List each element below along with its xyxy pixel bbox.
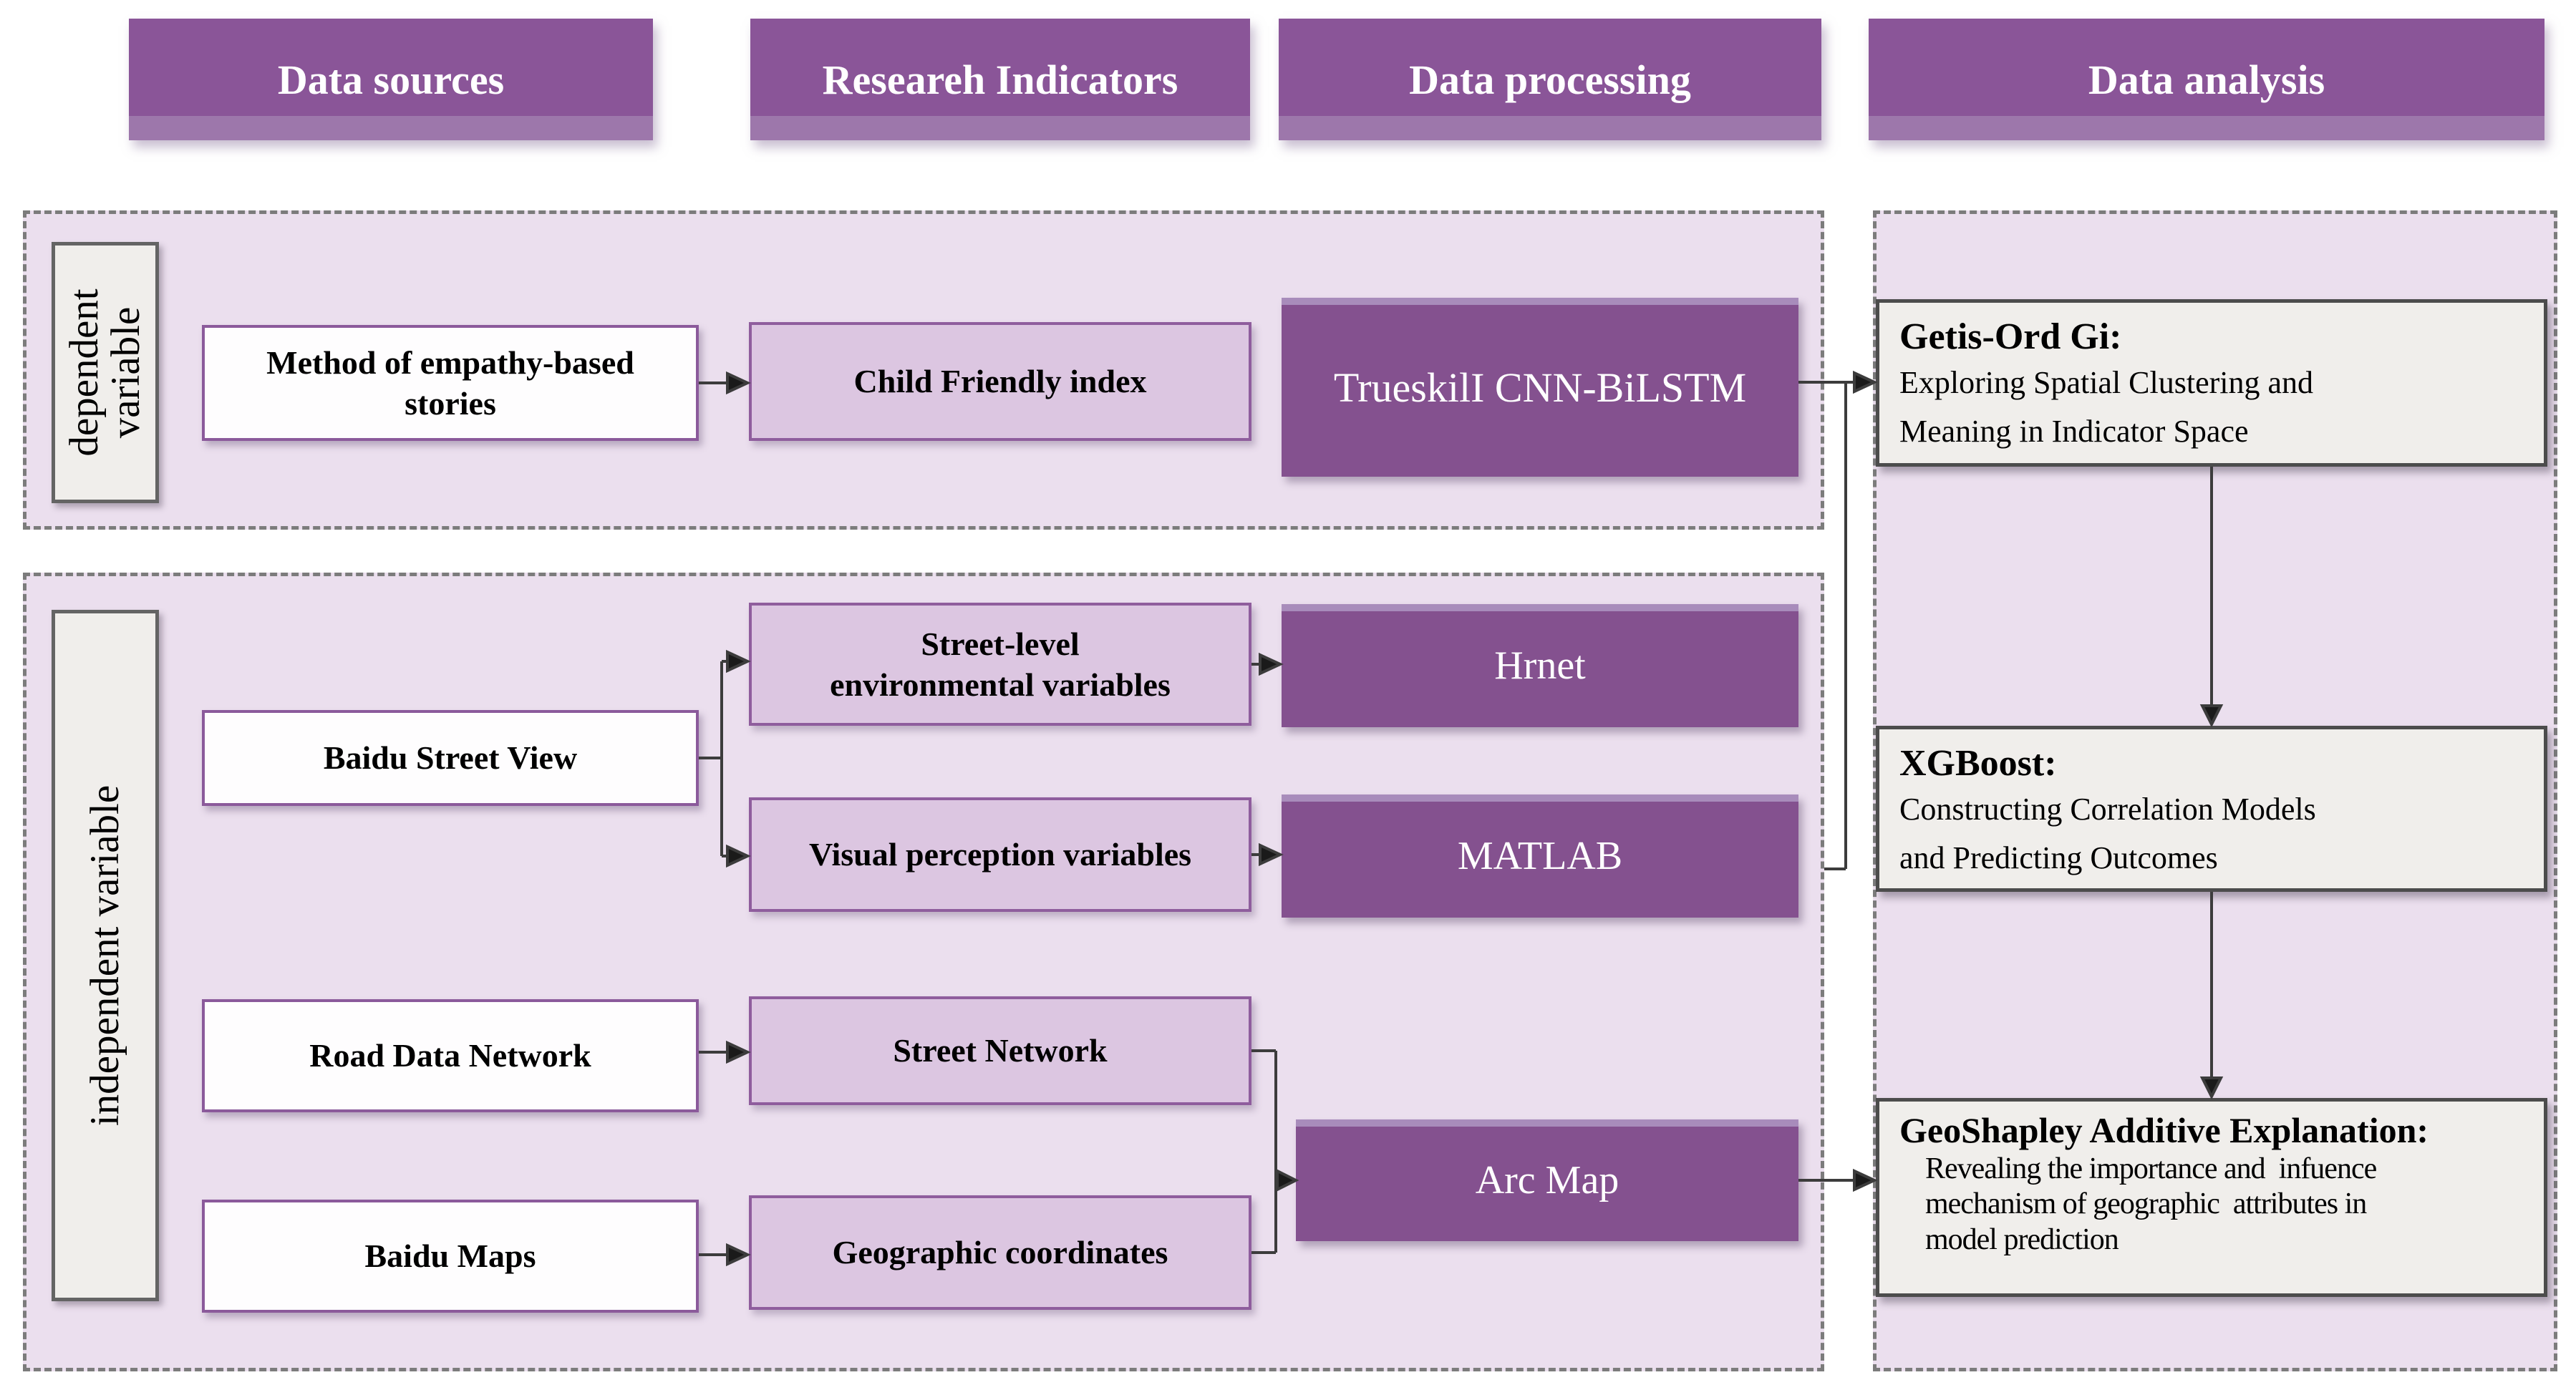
box-baidu-maps: Baidu Maps	[202, 1200, 699, 1313]
box-xgboost: XGBoost: Constructing Correlation Models…	[1876, 726, 2547, 892]
box-method-empathy-stories-label: Method of empathy-based stories	[266, 344, 634, 422]
box-street-network-label: Street Network	[893, 1032, 1108, 1069]
arrow-xgboost-to-geoshapley	[2202, 892, 2221, 1097]
header-data-processing-label: Data processing	[1409, 56, 1691, 103]
header-data-analysis-label: Data analysis	[2088, 56, 2325, 103]
box-visual-perception-variables-label: Visual perception variables	[808, 836, 1192, 873]
box-trueskill-cnn-bilstm-label: TrueskilI CNN-BiLSTM	[1333, 364, 1747, 411]
arrow-visual-to-matlab	[1251, 845, 1280, 864]
box-road-data-network-label: Road Data Network	[309, 1037, 591, 1074]
box-matlab: MATLAB	[1282, 794, 1798, 918]
header-data-sources-label: Data sources	[277, 56, 505, 103]
arrow-arcmap-to-geoshapley	[1798, 1171, 1874, 1190]
arrow-road-to-streetnetwork	[699, 1043, 747, 1061]
box-geoshapley-title: GeoShapley Additive Explanation:	[1899, 1110, 2429, 1150]
box-baidu-maps-label: Baidu Maps	[364, 1238, 536, 1275]
box-xgboost-title: XGBoost:	[1899, 743, 2057, 784]
header-research-indicators: Researeh Indicators	[750, 19, 1250, 140]
box-child-friendly-index: Child Friendly index	[749, 322, 1251, 441]
box-xgboost-body: Constructing Correlation Models and Pred…	[1899, 791, 2316, 875]
arrow-method-to-child	[699, 374, 747, 392]
box-getis-ord-title: Getis-Ord Gi:	[1899, 316, 2122, 357]
box-arc-map: Arc Map	[1296, 1119, 1798, 1241]
independent-variable-label-box: independent variable	[52, 610, 159, 1301]
box-geoshapley-body: Revealing the importance and infuence me…	[1925, 1152, 2377, 1256]
box-method-empathy-stories: Method of empathy-based stories	[202, 325, 699, 441]
header-data-analysis: Data analysis	[1869, 19, 2544, 140]
arrow-streetlevel-to-hrnet	[1251, 655, 1280, 674]
arrow-getis-to-xgboost	[2202, 467, 2221, 724]
box-geoshapley: GeoShapley Additive Explanation: Reveali…	[1876, 1098, 2547, 1297]
box-geographic-coordinates-label: Geographic coordinates	[832, 1234, 1168, 1271]
box-street-level-environmental-variables-label: Street-level environmental variables	[830, 625, 1171, 704]
arrow-baidumaps-to-geocoord	[699, 1245, 747, 1264]
arrow-merge-to-arcmap	[1251, 1051, 1296, 1253]
header-data-processing: Data processing	[1279, 19, 1821, 140]
arrow-trueskill-to-getis	[1798, 373, 1874, 869]
box-matlab-label: MATLAB	[1457, 834, 1623, 878]
box-baidu-street-view-label: Baidu Street View	[323, 739, 578, 777]
box-street-level-environmental-variables: Street-level environmental variables	[749, 603, 1251, 726]
header-data-sources: Data sources	[129, 19, 653, 140]
box-hrnet: Hrnet	[1282, 604, 1798, 727]
box-trueskill-cnn-bilstm: TrueskilI CNN-BiLSTM	[1282, 298, 1798, 477]
box-hrnet-label: Hrnet	[1494, 643, 1586, 688]
box-child-friendly-index-label: Child Friendly index	[853, 363, 1147, 400]
box-street-network: Street Network	[749, 996, 1251, 1105]
box-road-data-network: Road Data Network	[202, 999, 699, 1112]
box-arc-map-label: Arc Map	[1475, 1158, 1619, 1202]
header-research-indicators-label: Researeh Indicators	[822, 56, 1178, 103]
box-visual-perception-variables: Visual perception variables	[749, 797, 1251, 912]
dependent-variable-label-box: dependent variable	[52, 242, 159, 503]
box-geographic-coordinates: Geographic coordinates	[749, 1195, 1251, 1310]
box-baidu-street-view: Baidu Street View	[202, 710, 699, 806]
box-getis-ord: Getis-Ord Gi: Exploring Spatial Clusteri…	[1876, 299, 2547, 467]
box-getis-ord-body: Exploring Spatial Clustering and Meaning…	[1899, 364, 2314, 449]
arrow-bsv-branch	[699, 652, 747, 865]
